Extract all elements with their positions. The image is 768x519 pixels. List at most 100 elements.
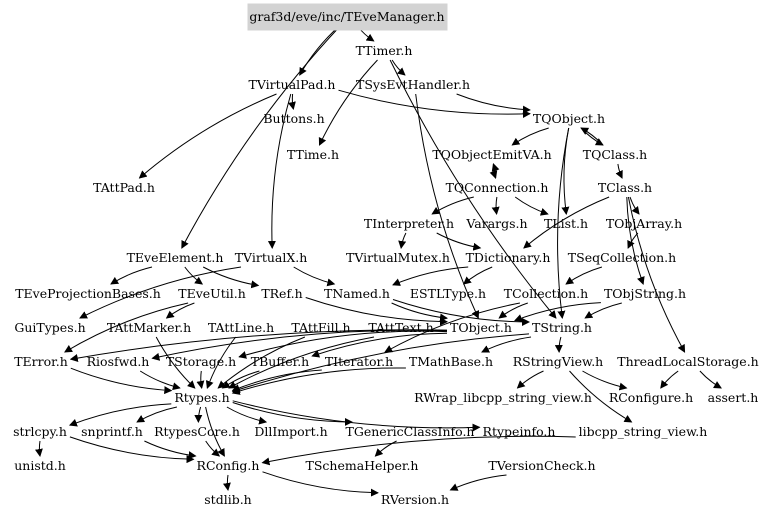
node-TAttMarker[interactable]: TAttMarker.h — [107, 320, 191, 335]
node-Rtypeinfo[interactable]: Rtypeinfo.h — [483, 424, 556, 439]
node-TObjString[interactable]: TObjString.h — [604, 286, 686, 301]
node-snprintf[interactable]: snprintf.h — [81, 424, 143, 439]
root-node-box — [247, 3, 448, 31]
node-TCollection[interactable]: TCollection.h — [504, 286, 588, 301]
node-TMathBase[interactable]: TMathBase.h — [409, 354, 493, 369]
node-TStorage[interactable]: TStorage.h — [166, 354, 236, 369]
node-TVersionCheck[interactable]: TVersionCheck.h — [488, 458, 595, 473]
node-DllImport[interactable]: DllImport.h — [254, 424, 327, 439]
edge-Rtypes-to-snprintf — [136, 406, 177, 423]
node-TQObject[interactable]: TQObject.h — [533, 111, 605, 126]
node-TEveProjectionBases[interactable]: TEveProjectionBases.h — [15, 286, 161, 301]
edge-TVersionCheck-to-RVersion — [449, 474, 507, 491]
edge-TTimer-to-TSysEvtHandler — [391, 59, 406, 76]
edge-TBuffer-to-Rtypes — [221, 370, 260, 389]
edge-TGenericClassInfo-to-TSchemaHelper — [374, 440, 397, 457]
edge-TVirtualPad-to-TQObject — [338, 89, 531, 118]
node-TTimer[interactable]: TTimer.h — [356, 43, 413, 58]
edge-TDictionary-to-TNamed — [392, 266, 469, 286]
edge-TString-to-RStringView — [554, 336, 563, 353]
node-TAttFill[interactable]: TAttFill.h — [291, 320, 350, 335]
edge-TQClass-to-TClass — [615, 163, 623, 179]
node-TAttLine[interactable]: TAttLine.h — [208, 320, 274, 335]
edge-TClass-to-TObjString — [626, 196, 645, 285]
edge-RConfig-to-stdlib — [222, 474, 231, 491]
node-unistd[interactable]: unistd.h — [14, 458, 66, 473]
edge-TTimer-to-TString — [389, 59, 557, 319]
edge-Riosfwd-to-Rtypes — [139, 370, 181, 391]
edge-TDictionary-to-ESTLType — [463, 266, 493, 285]
edge-TCollection-to-TIterator — [384, 302, 520, 353]
node-RVersion[interactable]: RVersion.h — [381, 492, 449, 507]
node-TAttText[interactable]: TAttText.h — [368, 320, 433, 335]
node-TEveElement[interactable]: TEveElement.h — [127, 250, 224, 265]
node-TVirtualMutex[interactable]: TVirtualMutex.h — [346, 250, 450, 265]
edge-TEveManager-to-TEveElement — [181, 25, 341, 249]
node-TQObjectEmitVA[interactable]: TQObjectEmitVA.h — [432, 147, 551, 162]
edge-TObject-to-TStorage — [238, 330, 448, 359]
node-TEveUtil[interactable]: TEveUtil.h — [178, 286, 246, 301]
node-Varargs[interactable]: Varargs.h — [465, 216, 527, 231]
node-TVirtualX[interactable]: TVirtualX.h — [235, 250, 308, 265]
edge-TSysEvtHandler-to-TQObject — [456, 93, 531, 114]
edge-TVirtualX-to-TNamed — [293, 266, 336, 287]
node-TSeqCollection[interactable]: TSeqCollection.h — [568, 250, 676, 265]
node-Rtypes[interactable]: Rtypes.h — [174, 390, 229, 405]
edge-TObject-to-TError — [69, 329, 448, 362]
edge-TAttText-to-Rtypes — [228, 336, 375, 389]
node-TIterator[interactable]: TIterator.h — [325, 354, 393, 369]
edge-TEveUtil-to-TAttMarker — [165, 302, 195, 319]
node-TTime[interactable]: TTime.h — [287, 147, 339, 162]
edge-TQConnection-to-Varargs — [491, 196, 500, 215]
node-Riosfwd[interactable]: Riosfwd.h — [87, 354, 150, 369]
edge-RtypesCore-to-RConfig — [205, 440, 221, 457]
node-TAttPad[interactable]: TAttPad.h — [93, 180, 155, 195]
node-RConfigure[interactable]: RConfigure.h — [609, 390, 693, 405]
node-TSchemaHelper[interactable]: TSchemaHelper.h — [306, 458, 419, 473]
node-TInterpreter[interactable]: TInterpreter.h — [364, 216, 454, 231]
node-strlcpy[interactable]: strlcpy.h — [13, 424, 67, 439]
edge-TNamed-to-TObject — [391, 302, 448, 322]
edge-TNamed-to-TString — [392, 299, 530, 326]
root-node[interactable]: graf3d/eve/inc/TEveManager.h — [247, 3, 448, 31]
node-stdlib[interactable]: stdlib.h — [204, 492, 251, 507]
node-TClass[interactable]: TClass.h — [598, 180, 652, 195]
node-TEveManager[interactable]: graf3d/eve/inc/TEveManager.h — [249, 9, 444, 24]
node-RStringView[interactable]: RStringView.h — [513, 354, 603, 369]
node-TVirtualPad[interactable]: TVirtualPad.h — [249, 77, 336, 92]
node-TList[interactable]: TList.h — [544, 216, 588, 231]
node-RConfig[interactable]: RConfig.h — [197, 458, 260, 473]
node-assert[interactable]: assert.h — [708, 390, 759, 405]
node-ESTLType[interactable]: ESTLType.h — [410, 286, 486, 301]
node-TBuffer[interactable]: TBuffer.h — [251, 354, 309, 369]
node-Buttons[interactable]: Buttons.h — [263, 111, 324, 126]
edge-TObjString-to-TString — [584, 302, 622, 319]
node-RWrap[interactable]: RWrap_libcpp_string_view.h — [414, 390, 592, 405]
edge-TClass-to-ThreadLocalStorage — [627, 196, 686, 353]
node-TRef[interactable]: TRef.h — [261, 286, 302, 301]
node-TNamed[interactable]: TNamed.h — [324, 286, 390, 301]
edge-ThreadLocalStorage-to-RConfigure — [660, 370, 679, 389]
node-libcpp[interactable]: libcpp_string_view.h — [579, 424, 708, 439]
edge-TQConnection-to-TQObjectEmitVA — [491, 163, 500, 179]
node-TObjArray[interactable]: TObjArray.h — [606, 216, 682, 231]
node-TSysEvtHandler[interactable]: TSysEvtHandler.h — [356, 77, 470, 92]
node-TError[interactable]: TError.h — [14, 354, 68, 369]
edge-RStringView-to-libcpp — [569, 370, 633, 423]
edge-RStringView-to-RConfigure — [582, 370, 628, 391]
node-TDictionary[interactable]: TDictionary.h — [466, 250, 551, 265]
node-ThreadLocalStorage[interactable]: ThreadLocalStorage.h — [617, 354, 758, 369]
node-TObject[interactable]: TObject.h — [450, 320, 512, 335]
edge-TIterator-to-Rtypes — [231, 369, 322, 392]
edge-TObjArray-to-TSeqCollection — [627, 232, 639, 249]
edge-Rtypes-to-strlcpy — [68, 403, 172, 427]
edge-Rtypes-to-RtypesCore — [194, 406, 203, 423]
node-GuiTypes[interactable]: GuiTypes.h — [14, 320, 85, 335]
node-RtypesCore[interactable]: RtypesCore.h — [154, 424, 240, 439]
node-TQClass[interactable]: TQClass.h — [583, 147, 647, 162]
edge-TEveElement-to-TEveUtil — [184, 266, 204, 285]
node-TQConnection[interactable]: TQConnection.h — [446, 180, 549, 195]
node-TGenericClassInfo[interactable]: TGenericClassInfo.h — [346, 424, 475, 439]
edge-RConfig-to-RVersion — [262, 471, 379, 497]
node-TString[interactable]: TString.h — [532, 320, 592, 335]
